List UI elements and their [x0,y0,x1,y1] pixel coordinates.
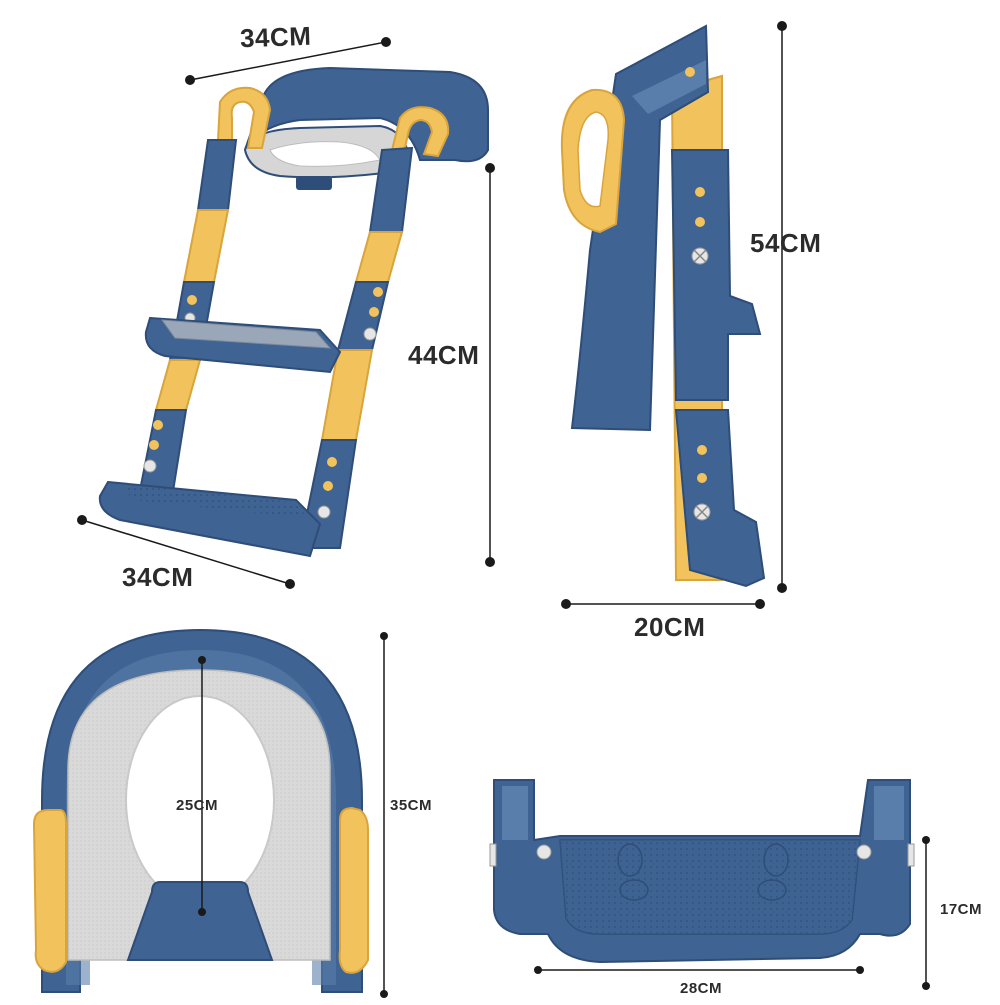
ladder-front-view [98,66,489,558]
step-width-label: 28CM [680,980,723,997]
seat-top-view [32,628,369,993]
ladder-top-width-label: 34CM [239,20,312,54]
side-height-label: 54CM [750,228,822,258]
step-height-label: 17CM [940,901,983,918]
side-depth-label: 20CM [634,612,706,642]
step-front-view [489,779,915,964]
ladder-dimension-lines [77,37,495,589]
seat-opening-label: 25CM [176,797,219,814]
ladder-height-label: 44CM [408,340,480,370]
side-dimension-lines [561,21,787,609]
seat-dimension-lines [380,632,388,998]
seat-length-label: 35CM [390,797,433,814]
ladder-side-view [560,24,766,588]
step-dimension-lines [534,836,930,990]
ladder-bottom-width-label: 34CM [122,562,194,592]
